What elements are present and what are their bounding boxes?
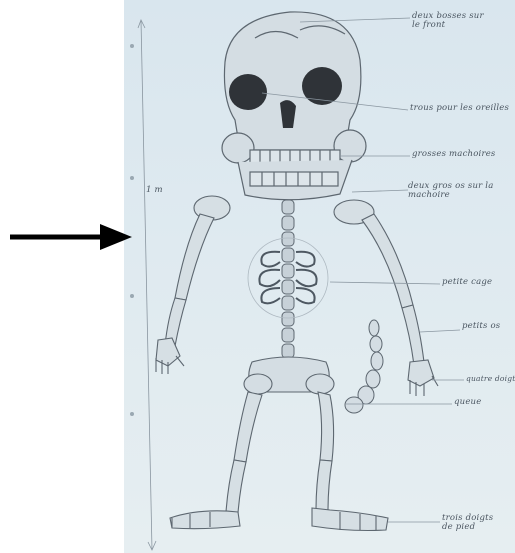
annotation-small-bone: petits os <box>462 322 500 331</box>
pointer-arrow-icon <box>10 224 132 250</box>
binder-holes <box>130 44 134 416</box>
annotation-eye-holes: trous pour les oreilles <box>410 104 509 113</box>
annotation-height: 1 m <box>146 186 163 195</box>
annotation-jaw: grosses machoires <box>412 150 496 159</box>
annotation-toes: trois doigts de pied <box>442 514 506 532</box>
spine <box>282 200 294 358</box>
annotation-tail: queue <box>454 398 481 407</box>
pelvis <box>244 357 334 394</box>
height-line <box>138 20 156 550</box>
skull <box>222 12 366 200</box>
right-eye-socket <box>302 67 342 105</box>
annotation-fingers: quatre doigts <box>466 374 515 383</box>
annotation-ribcage: petite cage <box>442 278 492 287</box>
annotation-skull-bumps: deux bosses sur le front <box>412 12 484 30</box>
annotation-shoulder-bones: deux gros os sur la machoire <box>408 182 498 200</box>
left-eye-socket <box>229 74 267 110</box>
tail <box>345 320 383 413</box>
